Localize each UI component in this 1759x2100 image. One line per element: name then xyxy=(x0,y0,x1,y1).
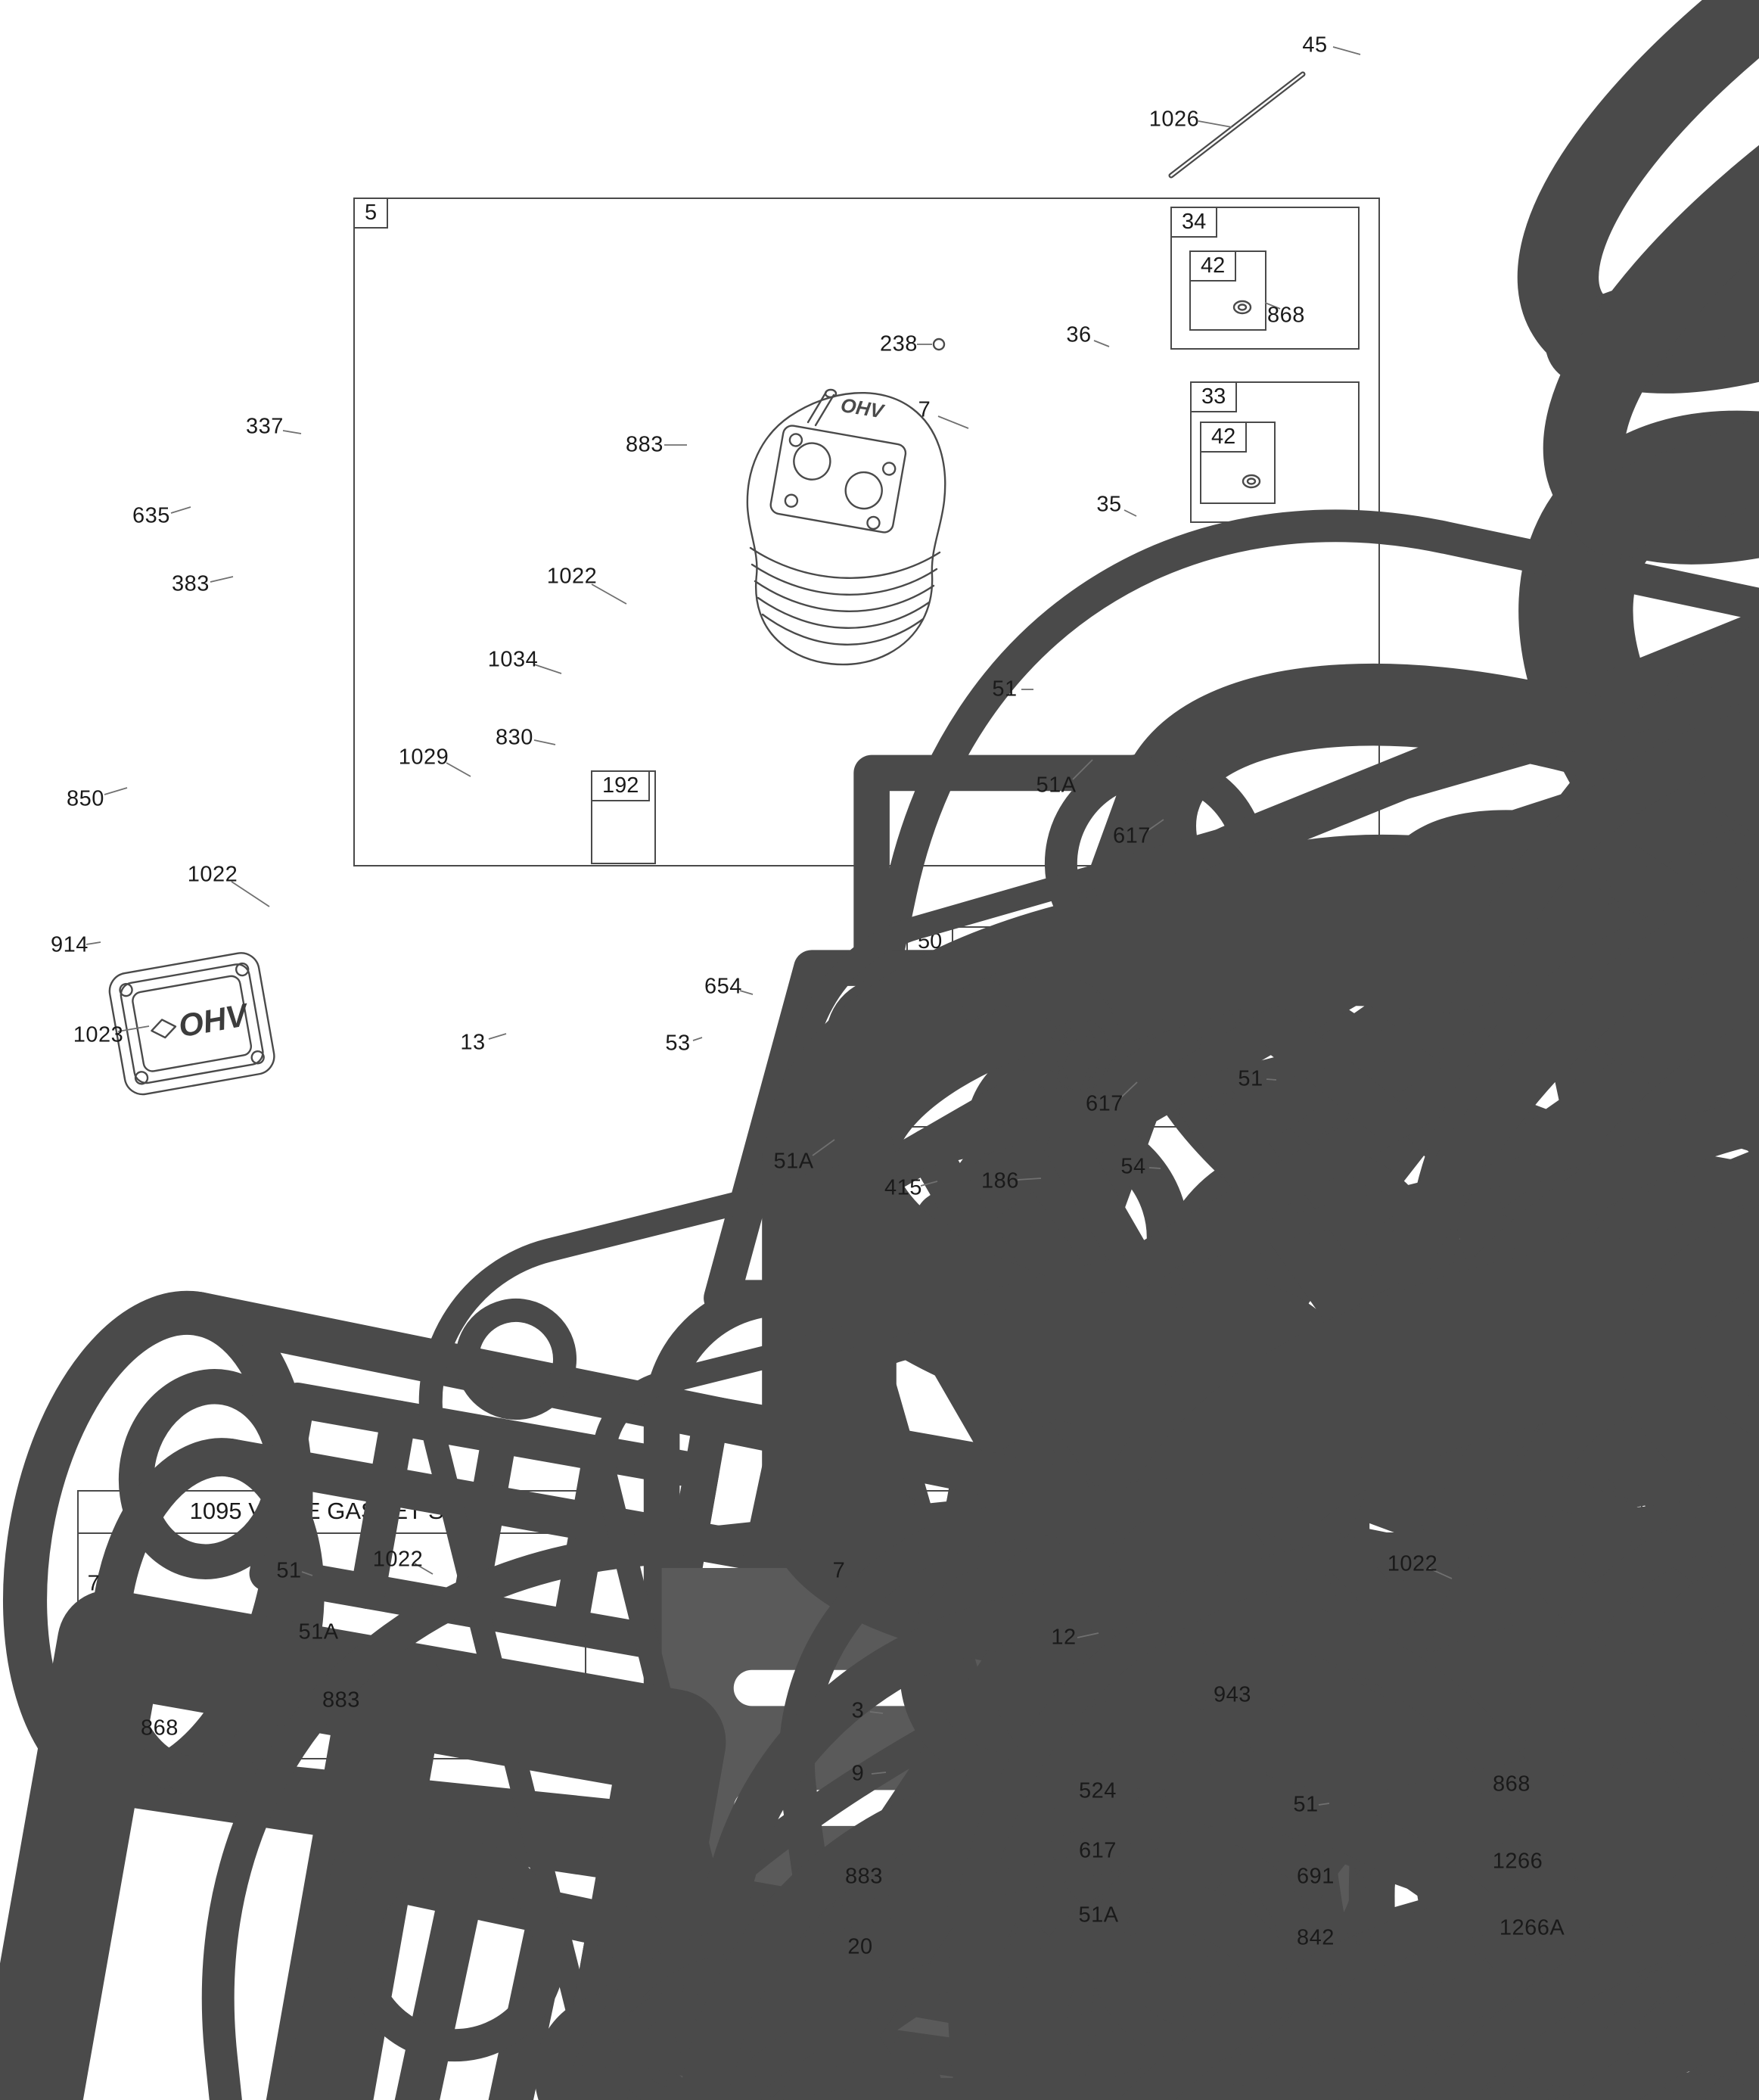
part-label-27-51A: 51A xyxy=(773,1149,814,1174)
part-label-38-12: 12 xyxy=(1051,1625,1077,1650)
part-label-0-45: 45 xyxy=(1302,33,1328,58)
part-label-4-883: 883 xyxy=(626,432,664,457)
part-label-13-830: 830 xyxy=(496,725,533,750)
part-label-16-51A: 51A xyxy=(1036,773,1077,798)
part-label-18-850: 850 xyxy=(67,786,104,811)
part-label-45-868: 868 xyxy=(1493,1772,1531,1797)
part-label-30-54: 54 xyxy=(1120,1154,1146,1179)
part-label-31-7: 7 xyxy=(87,1571,101,1596)
part-label-33-1022: 1022 xyxy=(372,1547,424,1572)
part-label-53-20: 20 xyxy=(847,1934,873,1959)
part-label-46-883: 883 xyxy=(845,1864,883,1889)
part-label-6-868: 868 xyxy=(1267,303,1305,328)
part-label-49-1266: 1266 xyxy=(1492,1849,1543,1874)
part-label-44-51: 51 xyxy=(1293,1792,1319,1817)
part-label-25-617: 617 xyxy=(1086,1091,1123,1116)
part-label-29-186: 186 xyxy=(981,1168,1019,1193)
part-label-42-9: 9 xyxy=(851,1761,865,1786)
part-label-52-1266A: 1266A xyxy=(1499,1915,1565,1940)
part-label-40-3: 3 xyxy=(851,1698,865,1723)
part-label-28-415: 415 xyxy=(884,1175,922,1200)
part-label-37-7: 7 xyxy=(832,1558,846,1583)
group-box-label: 34 xyxy=(1170,207,1218,238)
part-label-39-1022: 1022 xyxy=(1387,1551,1438,1576)
part-label-7-35: 35 xyxy=(1096,492,1122,517)
part-label-32-51: 51 xyxy=(276,1558,302,1583)
part-label-22-13: 13 xyxy=(460,1030,486,1055)
part-label-19-1022: 1022 xyxy=(187,862,238,887)
part-label-24-654: 654 xyxy=(704,974,742,999)
part-label-35-883: 883 xyxy=(322,1688,360,1713)
part-label-5-36: 36 xyxy=(1066,322,1092,347)
group-box-2-42: 42 xyxy=(1189,250,1266,331)
part-label-50-51A: 51A xyxy=(1078,1902,1119,1927)
group-box-label: 42 xyxy=(1189,250,1237,282)
part-label-34-51A: 51A xyxy=(298,1619,339,1644)
part-label-47-617: 617 xyxy=(1079,1838,1117,1863)
part-label-41-943: 943 xyxy=(1214,1682,1251,1707)
part-label-43-524: 524 xyxy=(1079,1778,1117,1803)
group-box-label: 5 xyxy=(353,198,389,229)
part-label-12-1034: 1034 xyxy=(487,647,539,672)
part-label-17-617: 617 xyxy=(1113,823,1151,848)
part-label-36-868: 868 xyxy=(141,1716,179,1741)
part-label-11-1022: 1022 xyxy=(546,564,598,589)
part-label-23-53: 53 xyxy=(665,1031,691,1056)
part-label-3-7: 7 xyxy=(918,397,931,422)
part-label-26-51: 51 xyxy=(1238,1066,1263,1091)
part-label-10-383: 383 xyxy=(172,571,210,596)
part-label-9-635: 635 xyxy=(132,503,170,528)
part-label-21-1023: 1023 xyxy=(73,1022,124,1047)
group-box-1-34: 34 xyxy=(1170,207,1360,350)
part-label-48-691: 691 xyxy=(1297,1864,1335,1889)
part-label-20-914: 914 xyxy=(51,932,89,957)
part-label-2-238: 238 xyxy=(880,331,918,356)
part-label-8-337: 337 xyxy=(246,414,284,439)
part-label-14-1029: 1029 xyxy=(398,745,449,770)
part-label-15-51: 51 xyxy=(992,677,1018,702)
part-label-1-1026: 1026 xyxy=(1148,107,1200,132)
part-label-51-842: 842 xyxy=(1297,1925,1335,1950)
